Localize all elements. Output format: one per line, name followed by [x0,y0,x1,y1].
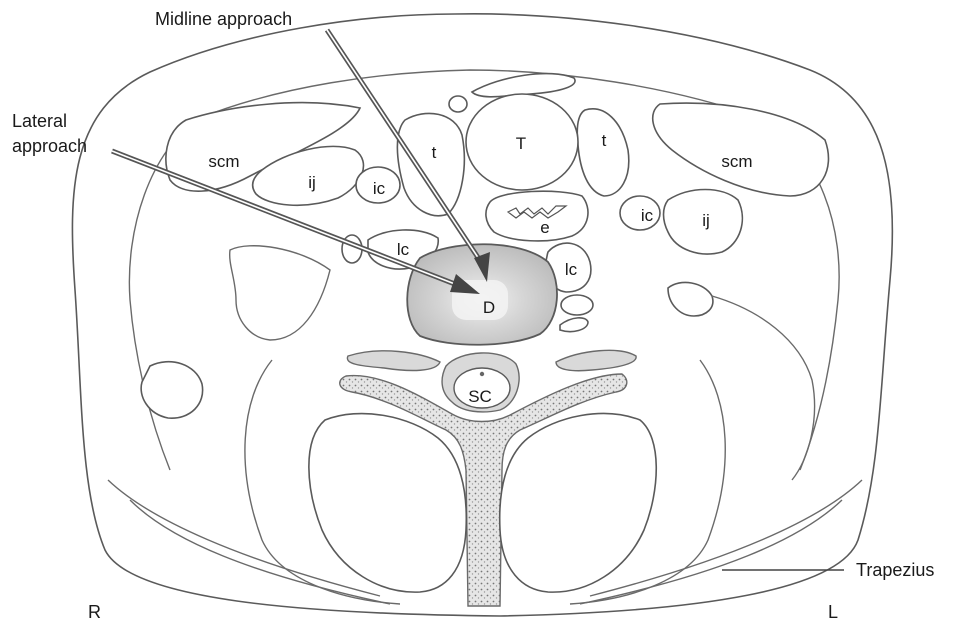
side-label-right: R [88,602,101,622]
ic-left-label: ic [641,206,654,225]
midline-approach-label: Midline approach [155,9,292,29]
esophagus [486,191,588,241]
ij-right-label: ij [308,173,316,192]
nodule [449,96,467,112]
esophagus-label: e [540,218,549,237]
scm-right-label: scm [208,152,239,171]
spinal-cord-label: SC [468,387,492,406]
trachea-label: T [516,134,526,153]
t-left-label: t [602,131,607,150]
lc-left-label: lc [565,260,578,279]
disc-label: D [483,298,495,317]
ic-right-label: ic [373,179,386,198]
lateral-approach-label-line1: Lateral [12,111,67,131]
lc-right-label: lc [397,240,410,259]
side-label-left: L [828,602,838,622]
trapezius-label: Trapezius [856,560,934,580]
scm-left-label: scm [721,152,752,171]
ij-left-label: ij [702,211,710,230]
lateral-approach-label-line2: approach [12,136,87,156]
t-right-label: t [432,143,437,162]
lateral-muscle-right [141,362,202,418]
small-node-left-1 [561,295,593,315]
central-canal [480,372,484,376]
